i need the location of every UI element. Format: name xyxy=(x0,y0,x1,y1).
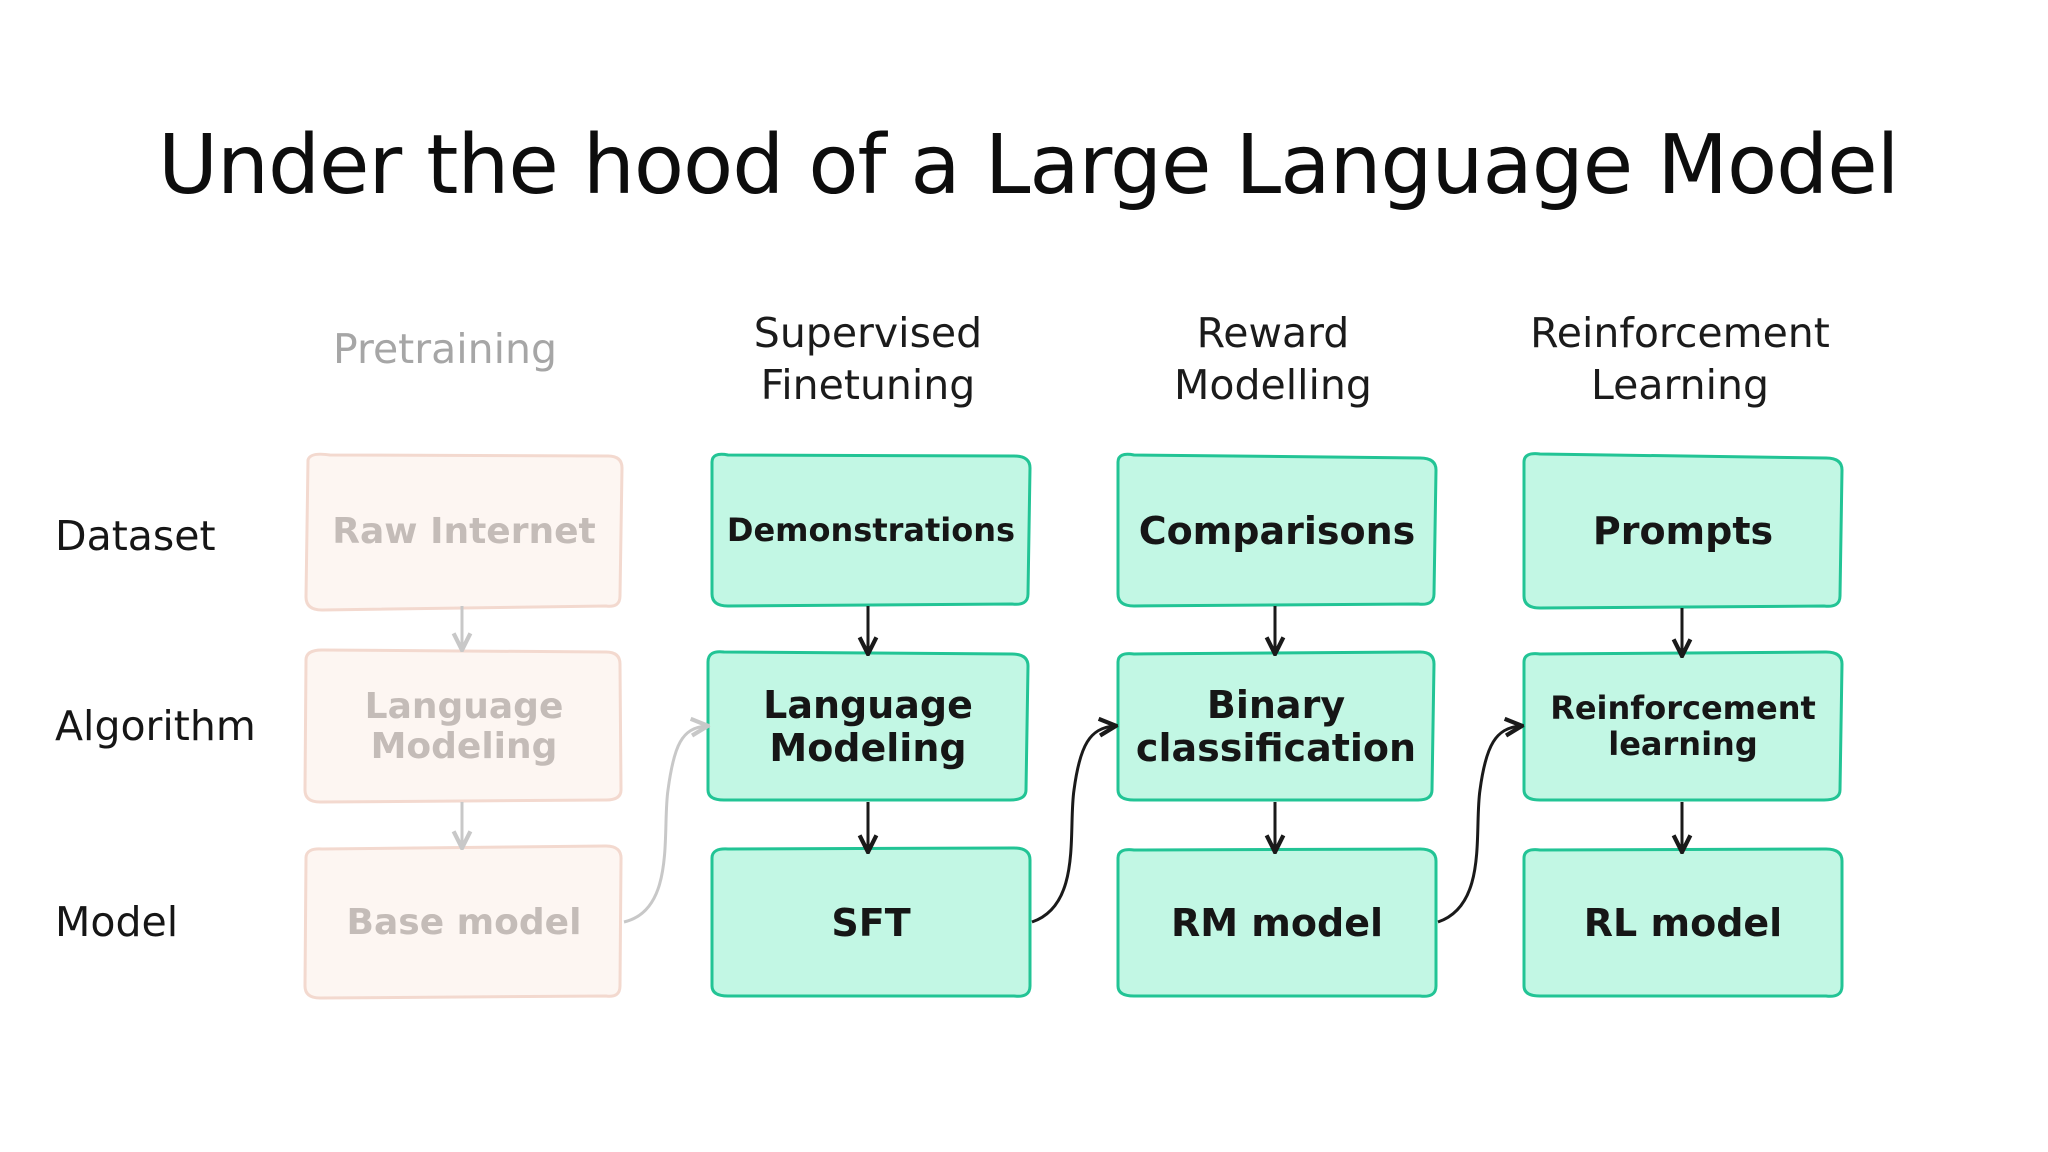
rl-algorithm-label: Reinforcement learning xyxy=(1550,689,1816,763)
box-pretraining-language-modeling xyxy=(303,648,623,804)
connector-base-model-to-sft-modeling xyxy=(623,726,706,924)
demonstrations-label: Demonstrations xyxy=(726,511,1016,550)
box-base-model xyxy=(303,844,623,1000)
box-rl-reinforcement-learning xyxy=(1522,650,1844,802)
stage-header-reward-modelling: Reward Modelling xyxy=(1174,309,1372,409)
row-label-dataset: Dataset xyxy=(55,512,216,560)
box-prompts xyxy=(1522,452,1844,610)
box-rl-model xyxy=(1522,847,1844,998)
box-raw-internet xyxy=(304,452,624,612)
comparisons-label: Comparisons xyxy=(1138,508,1416,553)
base-model-label: Base model xyxy=(346,901,582,943)
box-demonstrations xyxy=(710,452,1032,608)
stage-reward-modelling-column xyxy=(1116,452,1438,998)
stage-header-supervised-finetuning: Supervised Finetuning xyxy=(753,309,983,409)
connector-rm-model-to-reinforcement-learning xyxy=(1437,726,1520,924)
pretraining-algorithm-label: Language Modeling xyxy=(364,685,564,767)
connector-sft-to-binary-classification xyxy=(1031,726,1114,924)
box-comparisons xyxy=(1116,452,1438,608)
box-binary-classification xyxy=(1116,650,1436,802)
row-label-model: Model xyxy=(55,898,179,946)
box-sft xyxy=(710,846,1032,998)
slide-title: Under the hood of a Large Language Model xyxy=(158,118,1899,213)
stage-rl-column xyxy=(1522,452,1844,998)
rm-model-label: RM model xyxy=(1170,900,1383,945)
binary-classification-label: Binary classification xyxy=(1135,683,1417,770)
row-label-algorithm: Algorithm xyxy=(55,702,256,750)
stage-sft-column xyxy=(706,452,1032,998)
stage-header-reinforcement-learning: Reinforcement Learning xyxy=(1530,309,1830,409)
sft-algorithm-label: Language Modeling xyxy=(763,683,973,770)
prompts-label: Prompts xyxy=(1592,508,1774,553)
sft-model-label: SFT xyxy=(831,900,911,945)
box-sft-language-modeling xyxy=(706,650,1030,802)
rl-model-label: RL model xyxy=(1583,900,1783,945)
stage-header-pretraining: Pretraining xyxy=(332,325,558,373)
box-rm-model xyxy=(1116,847,1438,998)
stage-pretraining-column xyxy=(303,452,624,1000)
raw-internet-label: Raw Internet xyxy=(332,510,596,552)
